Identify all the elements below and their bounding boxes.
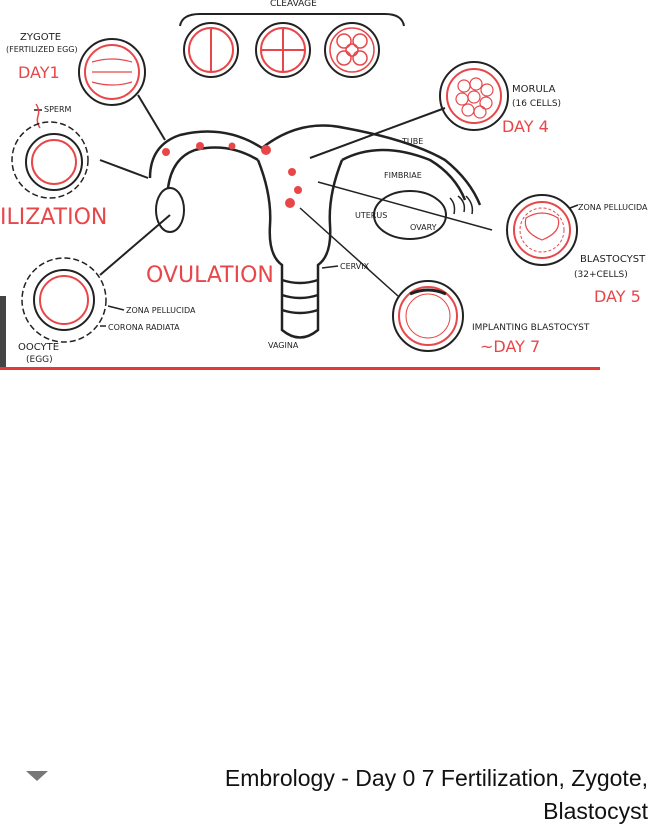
- tube-label: TUBE: [401, 137, 423, 146]
- ovary-left: [155, 187, 185, 233]
- fertilized-egg: [11, 121, 89, 199]
- implanting-blastocyst: [392, 280, 464, 352]
- fert-arrow: [99, 159, 149, 179]
- cervix-pointer: [321, 265, 339, 269]
- ovary-label: OVARY: [410, 223, 437, 232]
- implant-pointer: [299, 207, 399, 297]
- uterus-pointer: [317, 181, 493, 231]
- corona-label: CORONA RADIATA: [108, 323, 180, 332]
- blastocyst-label: BLASTOCYST: [580, 254, 646, 265]
- zona-pointer-right: [569, 204, 579, 209]
- morula-day: DAY 4: [502, 117, 549, 136]
- video-title-line1: Embrology - Day 0 7 Fertilization, Zygot…: [224, 765, 648, 791]
- zona-label-right: ZONA PELLUCIDA: [578, 203, 648, 212]
- morula-label: MORULA: [512, 84, 556, 95]
- implanting-label: IMPLANTING BLASTOCYST: [472, 323, 590, 333]
- cervix-label: CERVIX: [340, 262, 370, 271]
- cleavage-label: CLEAVAGE: [270, 0, 317, 9]
- blastocyst-day: DAY 5: [594, 287, 641, 306]
- blastocyst-sublabel: (32+CELLS): [574, 270, 628, 280]
- left-edge-bar: [0, 296, 6, 368]
- morula-sublabel: (16 CELLS): [512, 99, 561, 109]
- cleavage-bracket: [179, 13, 405, 27]
- chevron-down-icon[interactable]: [24, 768, 50, 784]
- zygote-cell: [78, 38, 146, 106]
- video-title: Embrology - Day 0 7 Fertilization, Zygot…: [128, 762, 648, 828]
- fertilization-label: ILIZATION: [0, 205, 107, 230]
- zona-pointer-left: [107, 305, 125, 311]
- morula-cell: [439, 61, 509, 131]
- video-info-panel: Embrology - Day 0 7 Fertilization, Zygot…: [0, 370, 670, 824]
- uterus-label: UTERUS: [355, 211, 387, 220]
- uterus-outline: [148, 124, 482, 339]
- video-progress-bar[interactable]: [0, 367, 600, 370]
- cleavage-2cell: [183, 22, 239, 78]
- zona-label-left: ZONA PELLUCIDA: [126, 306, 196, 315]
- fimbriae-label: FIMBRIAE: [384, 171, 422, 180]
- cleavage-4cell: [255, 22, 311, 78]
- ovulation-label: OVULATION: [146, 263, 274, 288]
- embryology-diagram: CLEAVAGE ZYGOTE (FERTILIZED EGG) DAY1 SP…: [0, 0, 648, 365]
- sperm-label: SPERM: [44, 105, 72, 114]
- blastocyst-cell: [506, 194, 578, 266]
- oocyte-sublabel: (EGG): [26, 355, 53, 365]
- vagina-label: VAGINA: [268, 341, 299, 350]
- zygote-day: DAY1: [18, 63, 60, 82]
- cleavage-8cell: [324, 22, 380, 78]
- zygote-label: ZYGOTE: [20, 32, 61, 43]
- fimbriae-shape: [449, 195, 474, 215]
- zygote-arrow: [137, 94, 166, 141]
- oocyte-arrow: [99, 214, 171, 276]
- oocyte-label: OOCYTE: [18, 342, 59, 353]
- oocyte-cell: [21, 257, 107, 343]
- video-title-line2: Blastocyst: [543, 798, 648, 824]
- zygote-sublabel: (FERTILIZED EGG): [6, 45, 78, 54]
- ovary-shape: [373, 190, 447, 240]
- morula-arrow: [309, 107, 446, 159]
- implanting-day: ~DAY 7: [480, 337, 540, 356]
- migration-dots: [162, 142, 302, 208]
